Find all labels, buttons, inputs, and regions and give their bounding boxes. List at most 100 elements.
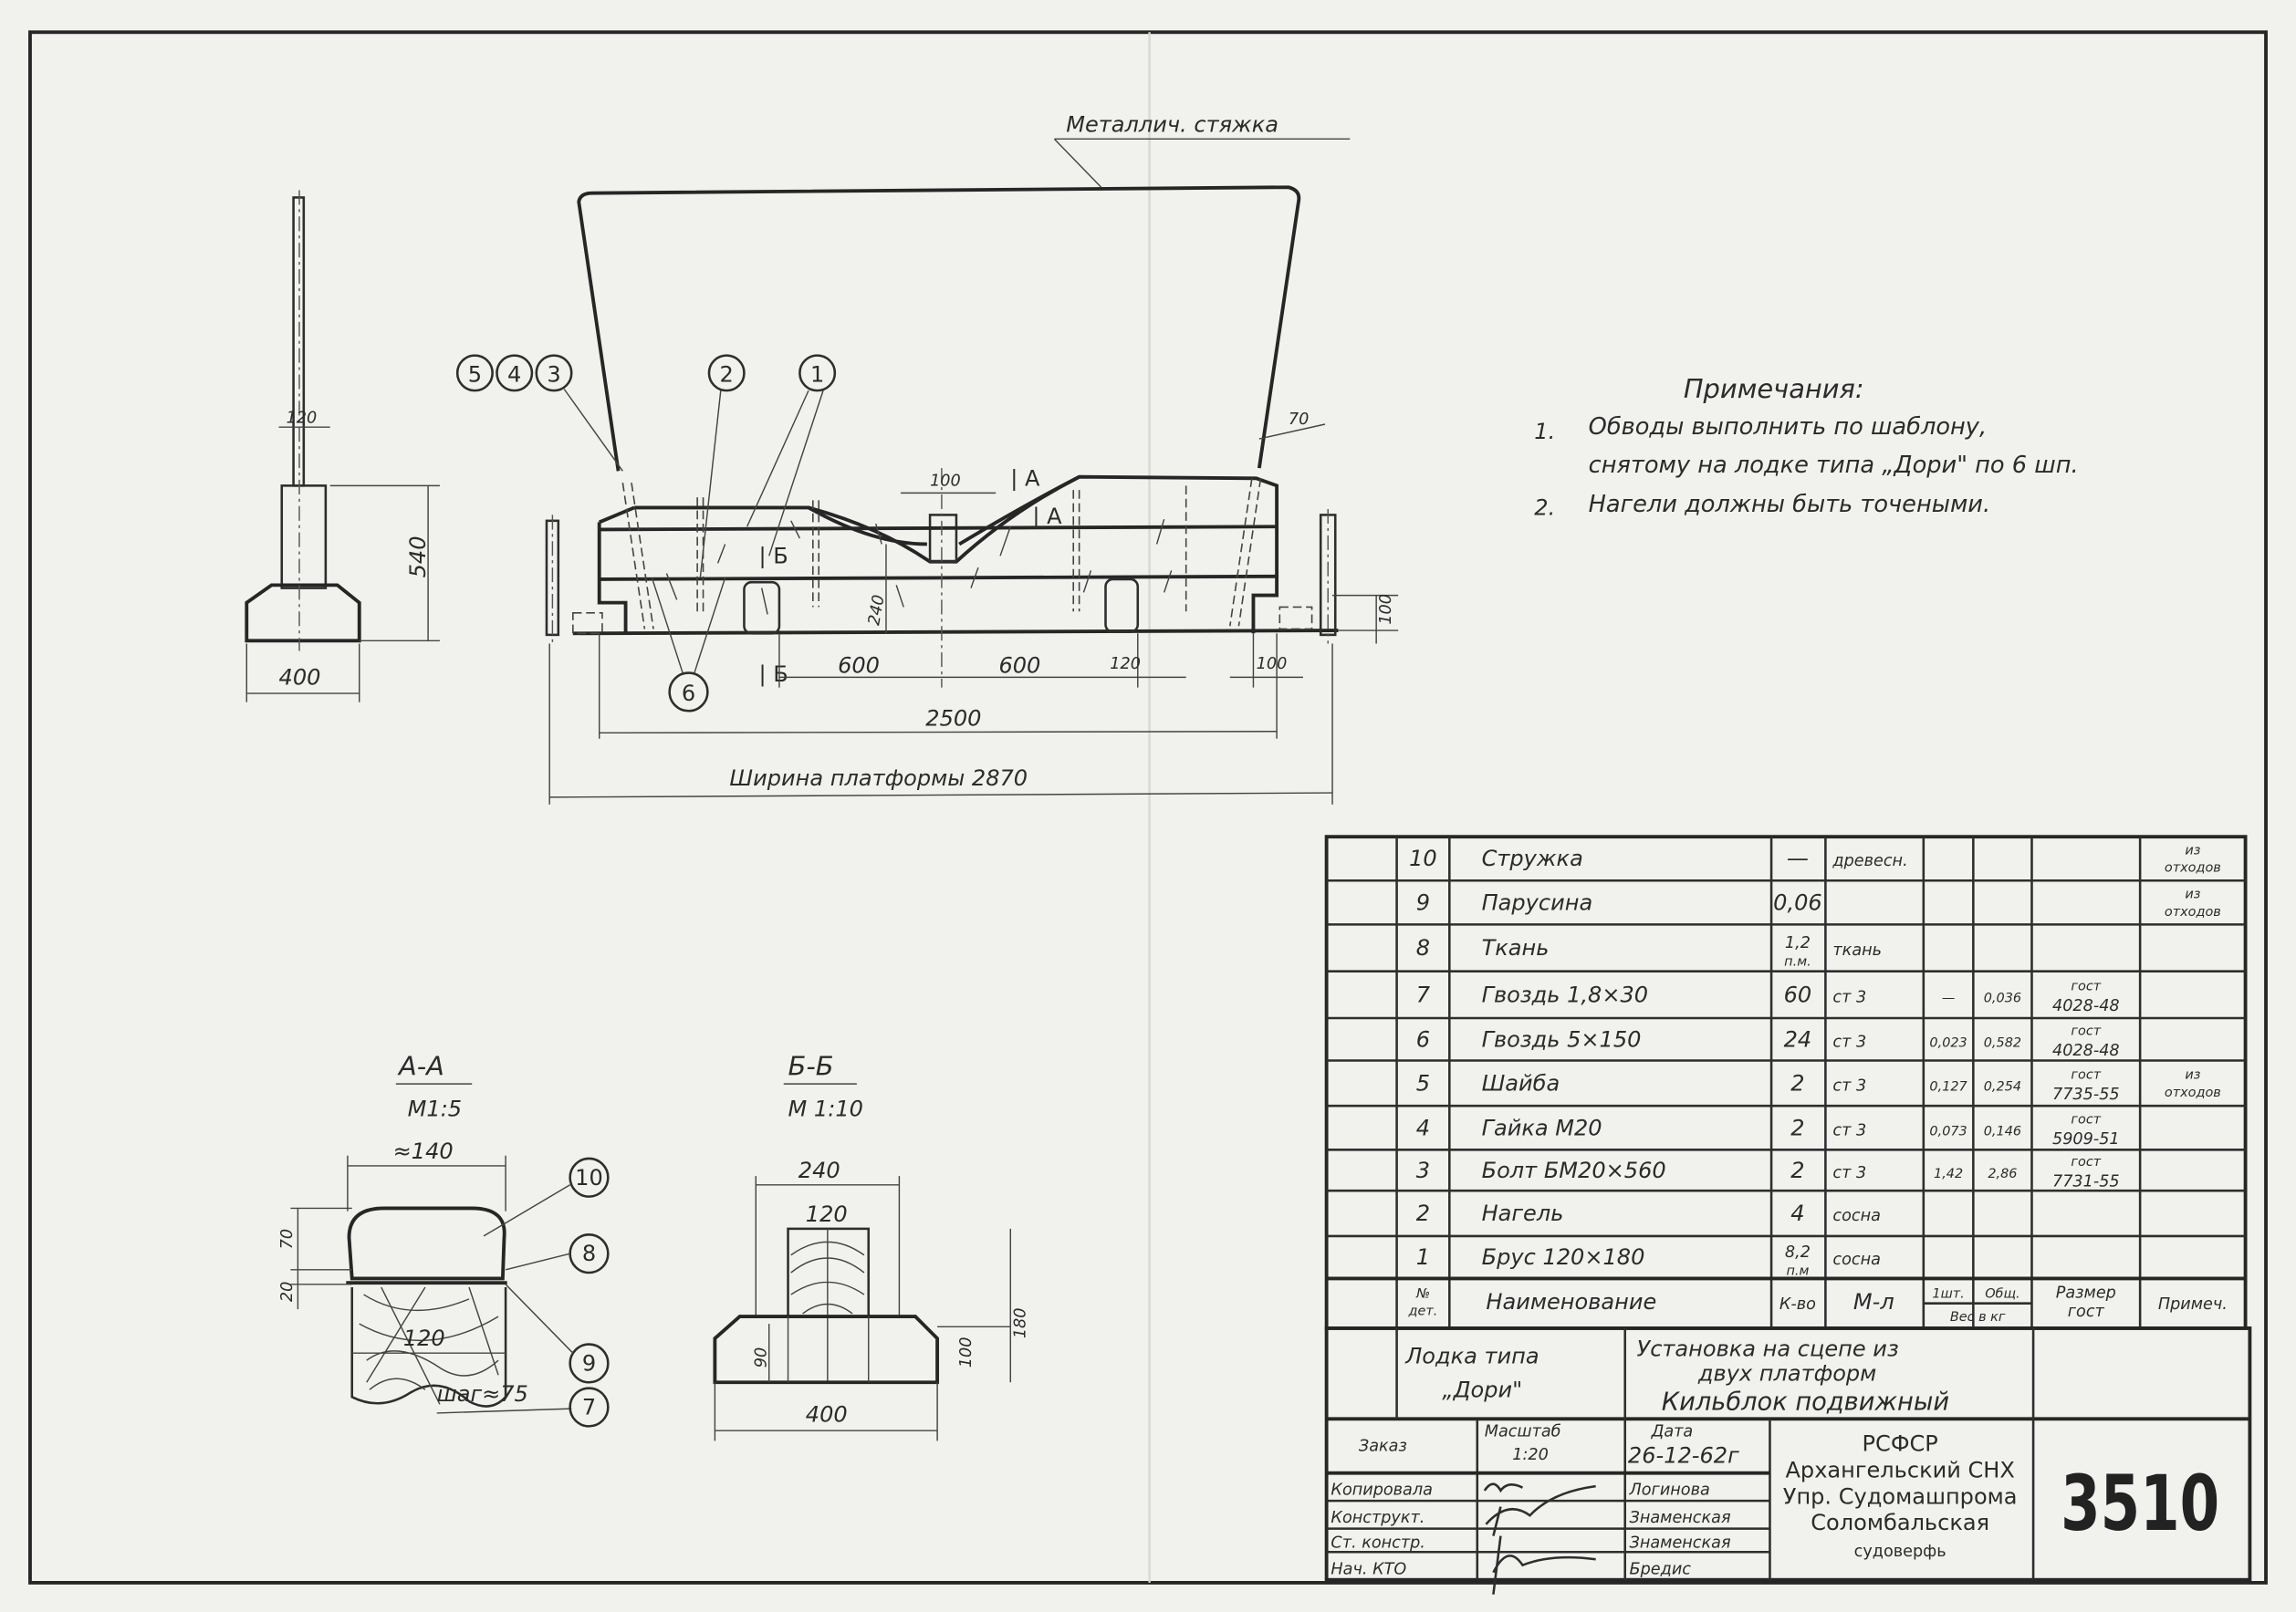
- section-mark-a1: | А: [1010, 465, 1040, 491]
- row-quantity-unit: п.м.: [1784, 954, 1811, 969]
- section-aa-dim-70: 70: [278, 1229, 297, 1249]
- row-material: сосна: [1832, 1251, 1880, 1269]
- row-unit-weight: —: [1942, 991, 1955, 1005]
- metal-tie-rod: Металлич. стяжка: [577, 111, 1351, 472]
- row-quantity-unit: п.м: [1786, 1264, 1809, 1278]
- section-aa-step: шаг≈75: [437, 1381, 528, 1407]
- balloon-2: 2: [720, 362, 734, 388]
- balloon-1: 1: [810, 362, 824, 388]
- date-label: Дата: [1651, 1423, 1694, 1441]
- row-quantity: 2: [1790, 1115, 1804, 1140]
- note-2-number: 2.: [1534, 494, 1555, 520]
- dim-600-right: 600: [998, 653, 1040, 679]
- dim-100-top: 100: [930, 472, 961, 490]
- section-bb-dim-400: 400: [806, 1402, 848, 1428]
- row-note-line-1: из: [2185, 1068, 2200, 1083]
- row-material: ткань: [1832, 941, 1882, 960]
- org-line-5: судоверфь: [1854, 1543, 1946, 1561]
- row-number: 2: [1416, 1201, 1430, 1226]
- row-number: 6: [1416, 1026, 1430, 1052]
- row-number: 8: [1416, 935, 1430, 961]
- row-note-line-2: отходов: [2165, 861, 2221, 876]
- row-name: Нагель: [1482, 1201, 1564, 1226]
- row-material: древесн.: [1832, 852, 1907, 870]
- role-row: Конструкт.Знаменская: [1331, 1509, 1731, 1527]
- role-name: Знаменская: [1630, 1509, 1731, 1527]
- row-material: ст 3: [1832, 1076, 1866, 1095]
- header-num: №: [1415, 1286, 1430, 1301]
- header-total-weight: Общ.: [1985, 1286, 2019, 1301]
- row-name: Парусина: [1482, 889, 1593, 915]
- header-size: Размер: [2056, 1284, 2116, 1302]
- row-material: сосна: [1832, 1207, 1880, 1225]
- section-aa-scale: М1:5: [408, 1096, 462, 1121]
- row-total-weight: 0,582: [1984, 1035, 2021, 1050]
- header-num-sub: дет.: [1408, 1305, 1438, 1319]
- dim-100-bottom: 100: [1257, 655, 1288, 673]
- section-bb-dim-180: 180: [1011, 1307, 1029, 1338]
- row-gost-label: гост: [2071, 1024, 2101, 1038]
- boat-type-line-2: „Дори": [1442, 1377, 1522, 1402]
- scale-value: 1:20: [1512, 1446, 1549, 1464]
- balloon-7: 7: [582, 1395, 596, 1420]
- dim-600-left: 600: [838, 653, 880, 679]
- org-line-3: Упр. Судомашпрома: [1783, 1483, 2018, 1509]
- row-note-line-1: из: [2185, 888, 2200, 902]
- row-gost-number: 4028-48: [2052, 1042, 2120, 1060]
- balloon-10: 10: [575, 1165, 603, 1191]
- row-total-weight: 0,036: [1984, 991, 2021, 1005]
- row-quantity: 2: [1790, 1070, 1804, 1096]
- row-unit-weight: 0,023: [1929, 1035, 1967, 1050]
- notes-title: Примечания:: [1684, 373, 1864, 404]
- role-name: Бредис: [1630, 1560, 1692, 1578]
- row-quantity: 60: [1784, 982, 1812, 1007]
- row-total-weight: 2,86: [1988, 1167, 2017, 1181]
- row-total-weight: 0,254: [1984, 1079, 2021, 1094]
- platform-width-label: Ширина платформы 2870: [729, 765, 1028, 791]
- drawing-title-line-3: Кильблок подвижный: [1662, 1388, 1949, 1417]
- dim-120: 120: [1110, 655, 1141, 673]
- balloon-6: 6: [682, 681, 695, 706]
- row-note-line-1: из: [2185, 843, 2200, 858]
- section-bb-dim-90: 90: [752, 1347, 770, 1368]
- row-number: 4: [1416, 1115, 1430, 1140]
- org-line-2: Архангельский СНХ: [1785, 1457, 2014, 1482]
- dim-100-right: 100: [1377, 594, 1395, 625]
- note-1-line-1: Обводы выполнить по шаблону,: [1589, 413, 1987, 441]
- row-gost-number: 5909-51: [2052, 1130, 2120, 1149]
- notes: Примечания: 1. Обводы выполнить по шабло…: [1534, 373, 2078, 520]
- row-gost-label: гост: [2071, 1112, 2101, 1127]
- sheet-frame: [28, 30, 2268, 1585]
- row-quantity: 1,2: [1785, 934, 1811, 952]
- drawing-title-line-1: Установка на сцепе из: [1637, 1336, 1899, 1361]
- role-name: Логинова: [1629, 1482, 1710, 1500]
- section-aa-dim-120: 120: [403, 1326, 445, 1351]
- table-row: 8 Ткань 1,2 п.м. ткань: [1416, 934, 1882, 969]
- row-name: Брус 120×180: [1482, 1244, 1645, 1270]
- row-total-weight: 0,146: [1984, 1124, 2021, 1139]
- row-name: Ткань: [1482, 935, 1550, 961]
- header-name: Наименование: [1486, 1289, 1656, 1315]
- tie-label: Металлич. стяжка: [1066, 111, 1278, 137]
- header-gost: гост: [2068, 1303, 2105, 1321]
- section-mark-b1: | Б: [758, 543, 788, 568]
- org-line-1: РСФСР: [1863, 1431, 1938, 1457]
- row-gost-number: 7731-55: [2052, 1172, 2120, 1191]
- section-bb-title: Б-Б: [788, 1051, 834, 1082]
- header-note: Примеч.: [2158, 1295, 2228, 1314]
- header-qty: К-во: [1779, 1295, 1816, 1314]
- role-name: Знаменская: [1630, 1534, 1731, 1552]
- side-dim-540: 540: [405, 536, 431, 577]
- dim-70: 70: [1289, 411, 1309, 429]
- row-name: Гайка М20: [1482, 1115, 1602, 1140]
- row-gost-label: гост: [2071, 1155, 2101, 1170]
- balloon-5: 5: [468, 362, 482, 388]
